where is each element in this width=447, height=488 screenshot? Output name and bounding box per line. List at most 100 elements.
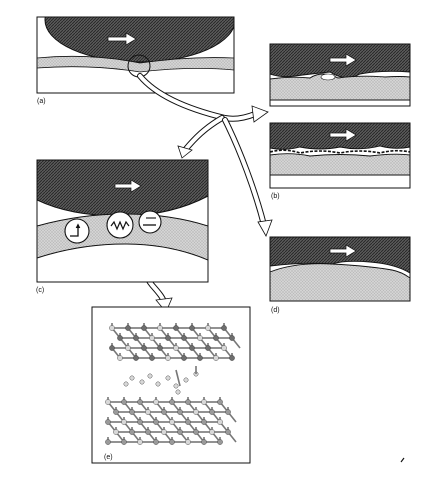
panel-c-label: (c) [36, 287, 44, 294]
lower-crystal-lattice [105, 397, 237, 445]
atom [121, 399, 127, 405]
atom [177, 409, 183, 415]
bond [175, 369, 181, 387]
atom [173, 383, 179, 389]
atom [189, 345, 195, 351]
motion-arrow-icon [329, 128, 357, 142]
atom [137, 419, 143, 425]
atom [193, 409, 199, 415]
atom [205, 325, 211, 331]
panel-b-bottom: (b) [269, 122, 411, 200]
atom [161, 409, 167, 415]
atom [125, 345, 131, 351]
atom [109, 325, 115, 331]
atom [201, 419, 207, 425]
interface-molecules [123, 366, 199, 395]
atom [105, 439, 111, 445]
atom [181, 335, 187, 341]
atom [153, 399, 159, 405]
atom [125, 325, 131, 331]
atom [229, 335, 235, 341]
atom [133, 355, 139, 361]
atom [133, 335, 139, 341]
atom [105, 399, 111, 405]
atom [185, 419, 191, 425]
atom [149, 335, 155, 341]
atom [229, 355, 235, 361]
atom [201, 399, 207, 405]
atom [139, 379, 145, 385]
stray-mark [400, 457, 405, 463]
motion-arrow-icon [107, 32, 137, 46]
atom [173, 345, 179, 351]
atom [225, 429, 231, 435]
atom [141, 325, 147, 331]
atom [117, 355, 123, 361]
atom [213, 355, 219, 361]
magnifier-circle-icon [106, 211, 134, 239]
atom [177, 429, 183, 435]
atom [147, 373, 153, 379]
atom [161, 429, 167, 435]
panel-c: (c) [36, 159, 209, 294]
atom [181, 355, 187, 361]
panel-d-label: (d) [271, 307, 280, 314]
atom [145, 429, 151, 435]
magnifier-circle-icon [64, 218, 90, 244]
flow-arrow-icon [177, 115, 225, 159]
atom [153, 439, 159, 445]
atom [129, 375, 135, 381]
panel-d: (d) [269, 236, 411, 314]
atom [217, 439, 223, 445]
atom [137, 439, 143, 445]
panel-e-label: (e) [104, 454, 113, 461]
atom [141, 345, 147, 351]
atom [169, 419, 175, 425]
upper-crystal-lattice [109, 323, 241, 361]
atom [209, 429, 215, 435]
atom [221, 325, 227, 331]
motion-arrow-icon [329, 53, 357, 67]
atom [105, 419, 111, 425]
atom [197, 335, 203, 341]
atom [123, 381, 129, 387]
atom [165, 375, 171, 381]
atom [175, 389, 181, 395]
panel-b-label: (b) [271, 193, 280, 200]
atom [225, 409, 231, 415]
atom [165, 335, 171, 341]
atom [185, 439, 191, 445]
atom [183, 377, 189, 383]
atom [109, 345, 115, 351]
atom [121, 439, 127, 445]
atom [221, 345, 227, 351]
atom [169, 439, 175, 445]
atom [169, 399, 175, 405]
atom [113, 409, 119, 415]
atom [155, 381, 161, 387]
atom [173, 325, 179, 331]
magnifier-circle-icon [138, 210, 162, 234]
panel-e: (e) [91, 306, 251, 464]
atom [205, 345, 211, 351]
atom [209, 409, 215, 415]
atom [113, 429, 119, 435]
atom [121, 419, 127, 425]
panel-a-label: (a) [37, 98, 46, 105]
atom [197, 355, 203, 361]
atom [149, 355, 155, 361]
atom [165, 355, 171, 361]
atom [117, 335, 123, 341]
atom [201, 439, 207, 445]
atom [157, 325, 163, 331]
atom [217, 419, 223, 425]
panel-b-top [269, 43, 411, 107]
atom [189, 325, 195, 331]
atom [185, 399, 191, 405]
atom [129, 429, 135, 435]
atom [217, 399, 223, 405]
flow-arrow-icon [222, 117, 273, 237]
atom [137, 399, 143, 405]
atom [153, 419, 159, 425]
